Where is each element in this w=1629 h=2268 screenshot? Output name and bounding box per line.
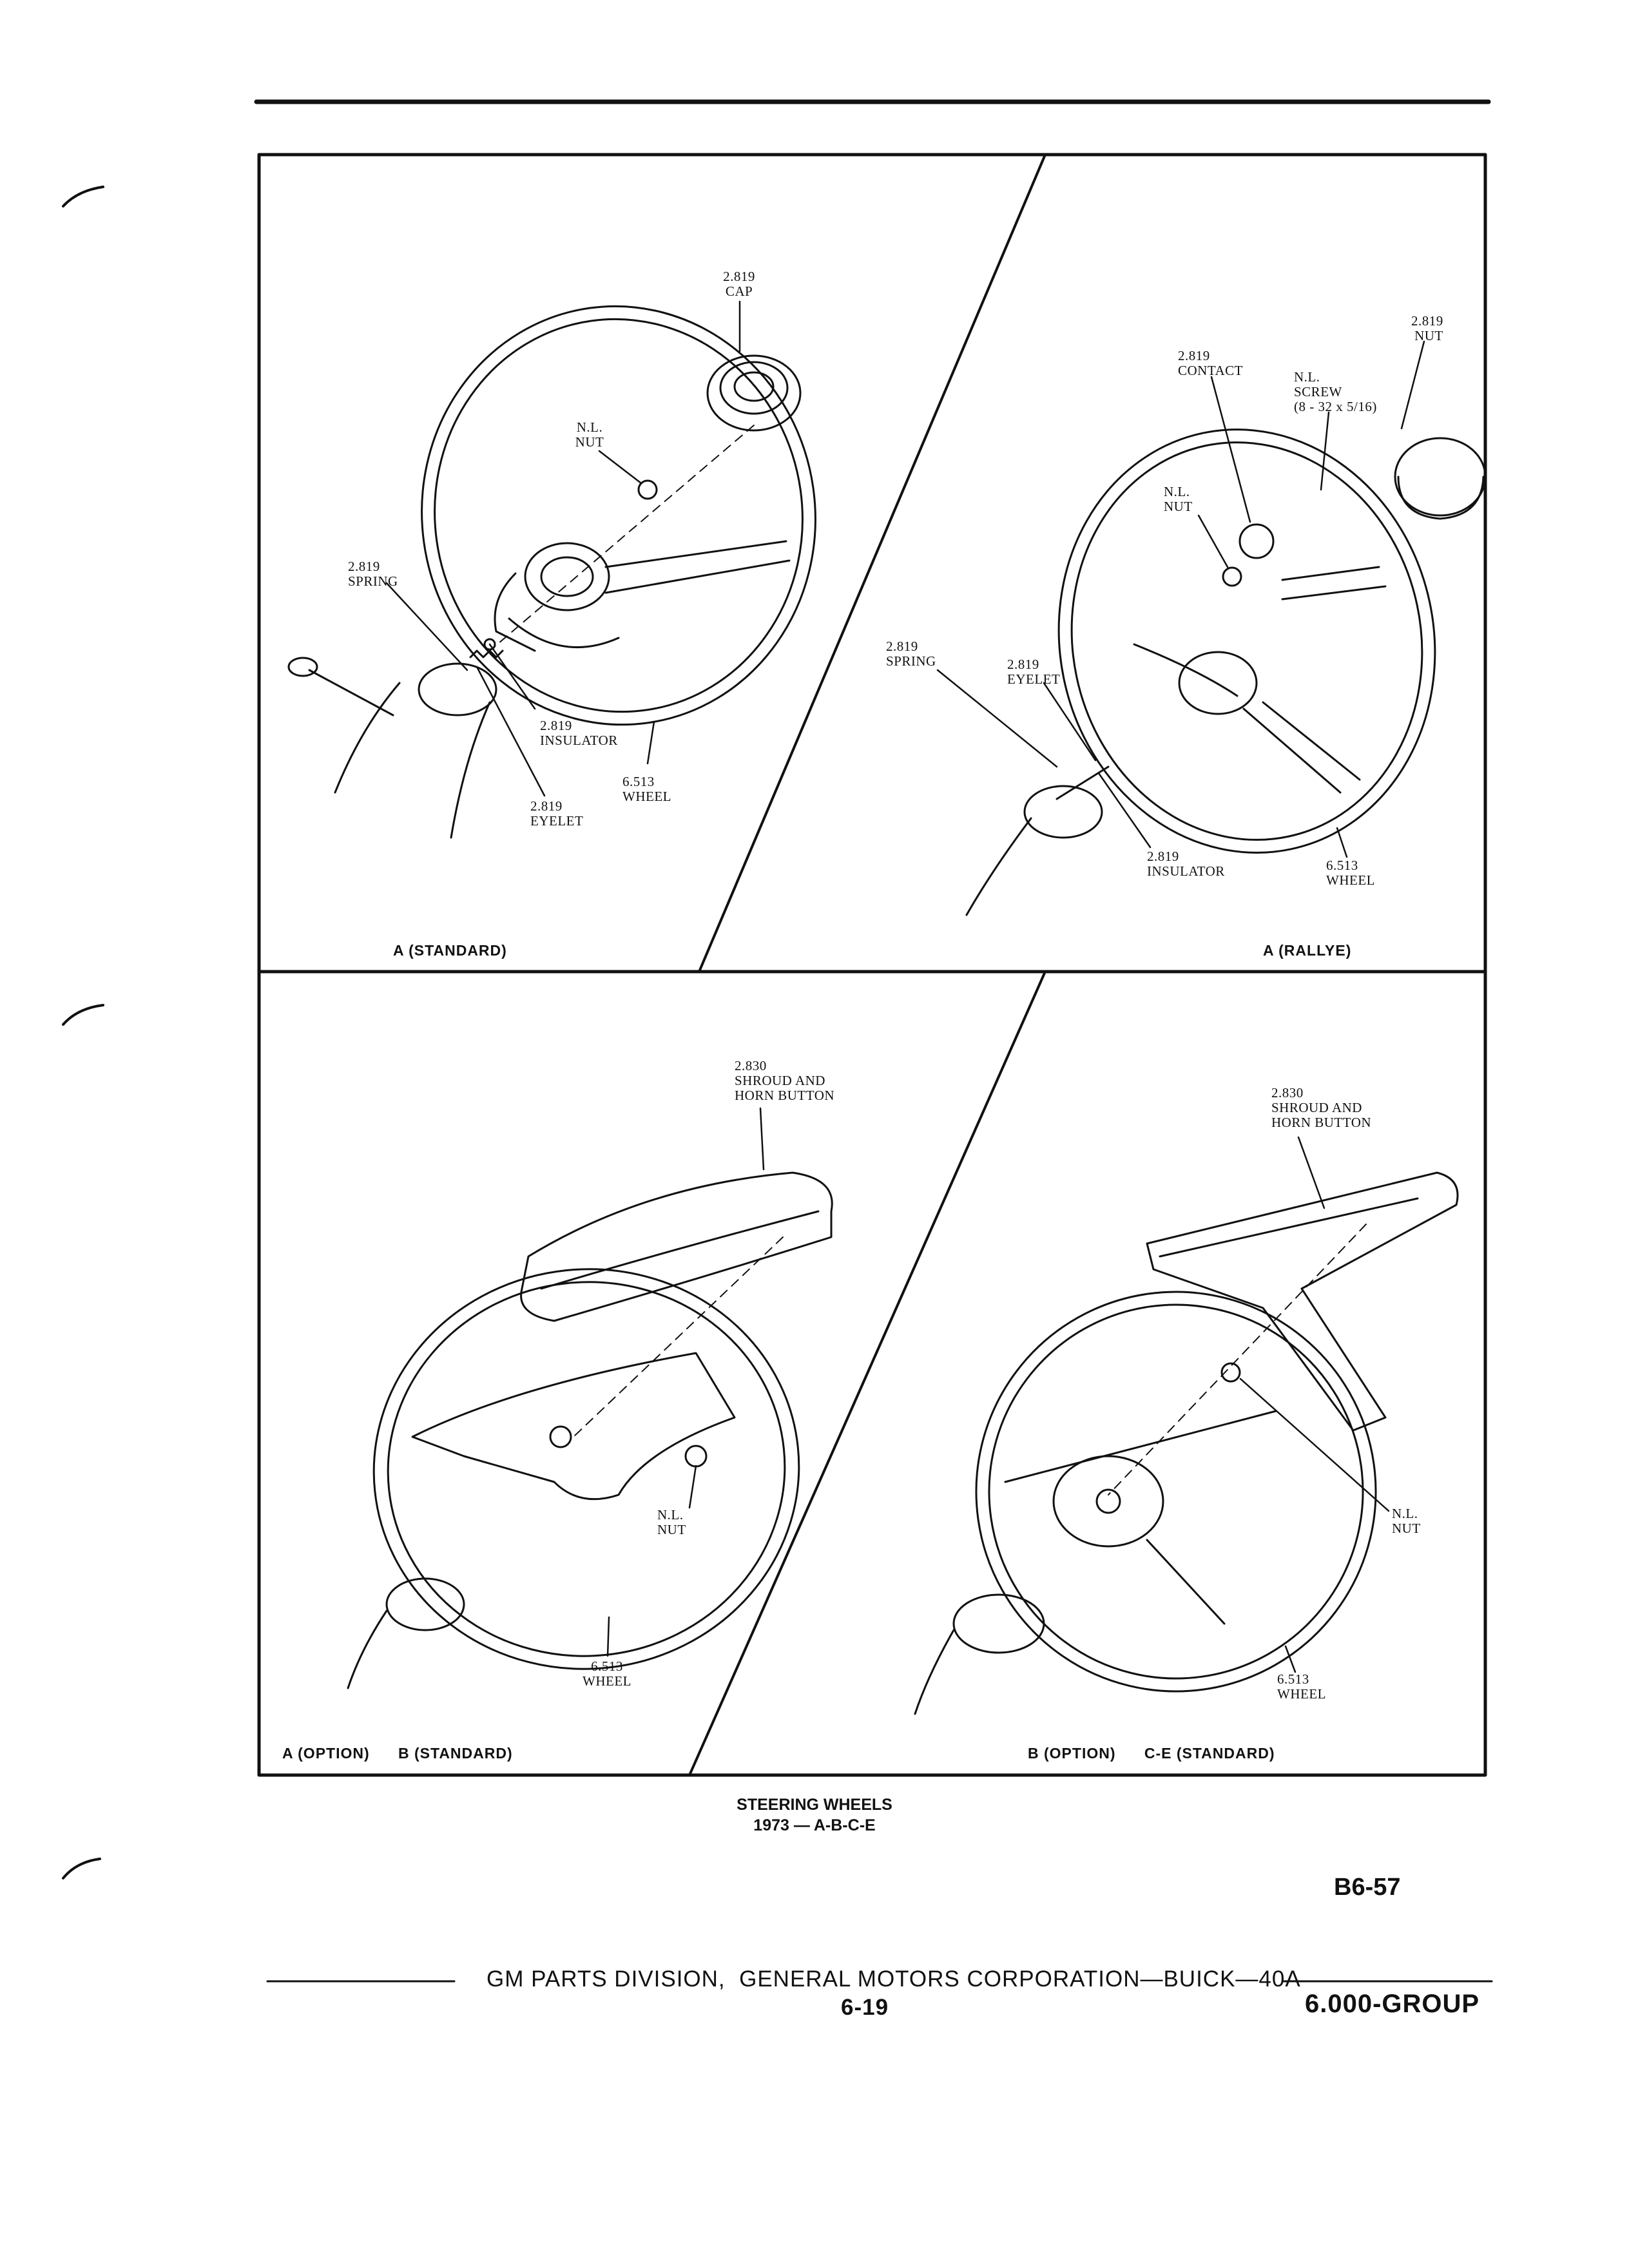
caption-a-option: A (OPTION) B (STANDARD) [282, 1745, 513, 1762]
footer-page: 6-19 [841, 1995, 889, 2020]
figure-code: B6-57 [1334, 1874, 1401, 1901]
caption-a-standard: A (STANDARD) [393, 942, 507, 959]
figure-subtitle: 1973 — A-B-C-E [753, 1816, 876, 1834]
label-shroud: 2.830 SHROUD AND HORN BUTTON [735, 1058, 835, 1103]
label-eyelet: 2.819 EYELET [530, 798, 584, 829]
label-nl-nut: N.L. NUT [575, 419, 604, 450]
label-insulator: 2.819 INSULATOR [1147, 849, 1225, 879]
label-cap: 2.819 CAP [723, 269, 755, 299]
figure-title: STEERING WHEELS [737, 1796, 892, 1814]
footer-division: GM PARTS DIVISION, GENERAL MOTORS CORPOR… [487, 1966, 1301, 1992]
label-screw: N.L. SCREW (8 - 32 x 5/16) [1294, 369, 1377, 414]
label-nl-nut: N.L. NUT [1164, 484, 1193, 514]
label-nl-nut: N.L. NUT [1392, 1506, 1421, 1536]
label-contact: 2.819 CONTACT [1178, 348, 1243, 378]
label-wheel: 6.513 WHEEL [1277, 1671, 1326, 1702]
label-nl-nut: N.L. NUT [657, 1507, 686, 1537]
footer-group: 6.000-GROUP [1305, 1990, 1480, 2018]
caption-b-option: B (OPTION) C-E (STANDARD) [1028, 1745, 1275, 1762]
caption-a-rallye: A (RALLYE) [1263, 942, 1352, 959]
label-wheel: 6.513 WHEEL [1326, 858, 1375, 888]
label-nut-top: 2.819 NUT [1411, 313, 1443, 343]
label-spring: 2.819 SPRING [886, 639, 936, 669]
label-eyelet: 2.819 EYELET [1007, 657, 1061, 687]
label-wheel: 6.513 WHEEL [622, 774, 671, 804]
label-insulator: 2.819 INSULATOR [540, 718, 618, 748]
label-spring: 2.819 SPRING [348, 559, 398, 589]
label-shroud: 2.830 SHROUD AND HORN BUTTON [1271, 1085, 1372, 1130]
label-wheel: 6.513 WHEEL [583, 1658, 631, 1689]
figure-title-block: STEERING WHEELS 1973 — A-B-C-E [737, 1794, 892, 1836]
